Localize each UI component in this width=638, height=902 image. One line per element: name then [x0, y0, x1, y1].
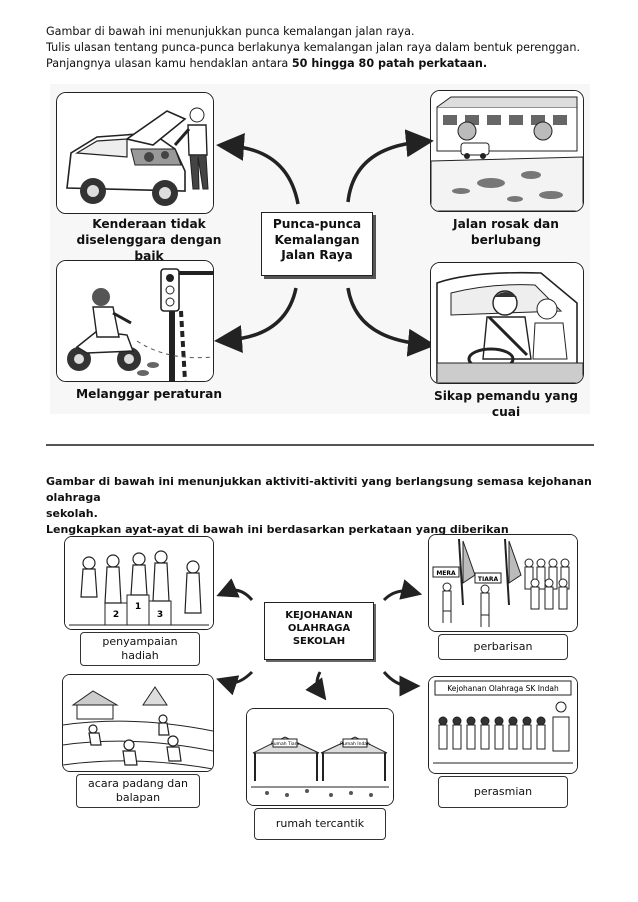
center-topic-box: KEJOHANAN OLAHRAGA SEKOLAH	[264, 602, 374, 660]
caption-line: Kenderaan tidak	[92, 217, 206, 231]
flag-label: TIARA	[478, 576, 499, 583]
house-tents-illustration: Rumah Tiara Rumah Indah	[247, 709, 393, 805]
caption-line: Sikap pemandu yang cuai	[433, 389, 579, 419]
card-prize-giving: 2 1 3	[64, 536, 214, 630]
damaged-road-illustration	[431, 91, 583, 211]
banner-text: Kejohanan Olahraga SK Indah	[447, 684, 559, 693]
caption-line: Melanggar peraturan	[75, 387, 223, 401]
connector-arrows	[214, 129, 436, 357]
card-parade: MERA TIARA	[428, 534, 578, 632]
card-opening-ceremony: Kejohanan Olahraga SK Indah	[428, 676, 578, 774]
house-sign: Rumah Tiara	[271, 741, 300, 747]
caption-breaking-rules: Melanggar peraturan	[64, 386, 234, 402]
label-text: perasmian	[473, 785, 533, 798]
instruction-line: Panjangnya ulasan kamu hendaklan antara …	[46, 56, 606, 72]
instruction-text: Panjangnya ulasan kamu hendaklan antara	[46, 57, 292, 70]
podium-number: 2	[113, 610, 119, 620]
track-field-illustration	[63, 675, 213, 771]
caption-line: diselenggara dengan baik	[76, 233, 222, 263]
label-text: rumah tercantik	[275, 817, 365, 830]
section1-instructions: Gambar di bawah ini menunjukkan punca ke…	[46, 24, 606, 72]
label-opening-ceremony: perasmian	[438, 776, 568, 808]
word-count-requirement: 50 hingga 80 patah perkataan.	[291, 57, 488, 70]
flag-label: MERA	[436, 570, 456, 577]
prize-giving-illustration: 2 1 3	[65, 537, 213, 629]
center-topic-box: Punca-punca Kemalangan Jalan Raya	[261, 212, 373, 276]
center-line: Kemalangan	[274, 232, 360, 247]
car-repair-illustration	[57, 93, 213, 213]
podium-number: 3	[157, 610, 163, 620]
careless-driver-illustration	[431, 263, 583, 383]
center-line: OLAHRAGA	[287, 623, 351, 634]
traffic-violation-illustration	[57, 261, 213, 381]
center-line: SEKOLAH	[292, 636, 346, 647]
section-divider	[46, 444, 594, 446]
card-track-field	[62, 674, 214, 772]
card-best-house: Rumah Tiara Rumah Indah	[246, 708, 394, 806]
instruction-line: Gambar di bawah ini menunjukkan aktiviti…	[46, 475, 592, 504]
podium-number: 1	[135, 602, 141, 612]
opening-ceremony-illustration: Kejohanan Olahraga SK Indah	[429, 677, 577, 773]
caption-vehicle-maintenance: Kenderaan tidak diselenggara dengan baik	[64, 216, 234, 264]
section2-instructions: Gambar di bawah ini menunjukkan aktiviti…	[46, 474, 606, 538]
caption-careless-driver: Sikap pemandu yang cuai	[426, 388, 586, 420]
connector-arrows	[216, 578, 423, 701]
house-sign: Rumah Indah	[340, 741, 370, 747]
label-text: perbarisan	[473, 640, 533, 653]
parade-illustration: MERA TIARA	[429, 535, 577, 631]
center-line: Jalan Raya	[281, 248, 353, 262]
label-best-house: rumah tercantik	[254, 808, 386, 840]
label-parade: perbarisan	[438, 634, 568, 660]
accident-causes-figure: Kenderaan tidak diselenggara dengan baik	[50, 84, 590, 419]
center-line: KEJOHANAN	[285, 610, 353, 621]
caption-line: Jalan rosak dan	[453, 217, 559, 231]
card-breaking-rules	[56, 260, 214, 382]
instruction-line: Gambar di bawah ini menunjukkan punca ke…	[46, 25, 415, 38]
instruction-line: Tulis ulasan tentang punca-punca berlaku…	[46, 41, 581, 54]
instruction-line: sekolah.	[46, 507, 98, 520]
card-vehicle-maintenance	[56, 92, 214, 214]
center-line: Punca-punca	[272, 217, 362, 231]
card-damaged-road	[430, 90, 584, 212]
caption-line: berlubang	[470, 233, 542, 247]
instruction-line: Lengkapkan ayat-ayat di bawah ini berdas…	[46, 523, 509, 536]
caption-damaged-road: Jalan rosak dan berlubang	[426, 216, 586, 248]
card-careless-driver	[430, 262, 584, 384]
